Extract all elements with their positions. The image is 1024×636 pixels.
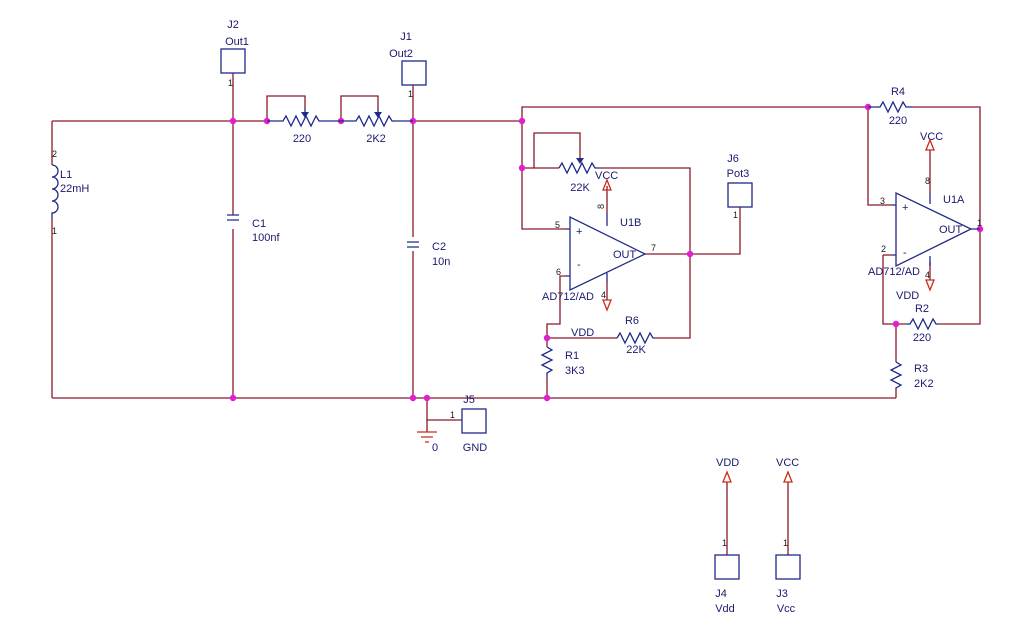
l1-ref: L1	[60, 169, 72, 181]
j4-ref: J4	[715, 588, 727, 600]
vcc-conn-label: VCC	[776, 457, 799, 469]
power-vcc-u1b: VCC	[595, 170, 618, 191]
resistor-r4: R4 220	[868, 86, 912, 127]
u1a-pin8: 8	[925, 176, 930, 186]
u1b-minus: -	[577, 259, 581, 271]
connector-j3: 1 J3 Vcc	[775, 538, 801, 615]
r3-ref: R3	[914, 363, 928, 375]
u1a-pin4: 4	[925, 270, 930, 280]
u1b-plus: +	[576, 226, 582, 238]
j5-ref: J5	[463, 394, 475, 406]
vcc-u1b-label: VCC	[595, 170, 618, 182]
u1a-plus: +	[902, 202, 908, 214]
u1a-pin3: 3	[880, 196, 885, 206]
power-vcc-connector: VCC	[776, 457, 799, 483]
opamp-u1b: + - OUT 5 6 7 8 4 U1B AD712/AD	[542, 204, 656, 303]
j6-ref: J6	[727, 153, 739, 165]
j4-pin: 1	[722, 538, 727, 548]
j3-value: Vcc	[777, 603, 796, 615]
resistor-r1: R1 3K3	[540, 346, 585, 377]
connector-j4: 1 J4 Vdd	[714, 538, 740, 615]
connector-j2: J2 Out1 1	[220, 19, 249, 88]
connector-j1: J1 Out2 1	[389, 31, 427, 110]
pot2-value: 2K2	[366, 133, 386, 145]
j1-ref: J1	[400, 31, 412, 43]
r2-value: 220	[913, 332, 931, 344]
c1-value: 100nf	[252, 232, 280, 244]
r6-ref: R6	[625, 315, 639, 327]
resistor-r6: R6 22K	[616, 315, 655, 356]
vdd-u1b-label: VDD	[571, 327, 594, 339]
pot3-value: 22K	[570, 182, 590, 194]
l1-pin-top: 2	[52, 149, 57, 159]
power-vdd-connector: VDD	[716, 457, 739, 483]
u1b-pin4: 4	[601, 290, 606, 300]
connector-j6: J6 Pot3 1	[727, 153, 753, 220]
wires	[51, 85, 981, 555]
j5-pin: 1	[450, 410, 455, 420]
j4-value: Vdd	[715, 603, 735, 615]
c2-value: 10n	[432, 256, 450, 268]
j5-value: GND	[463, 442, 488, 454]
j3-ref: J3	[776, 588, 788, 600]
power-vdd-u1a: VDD	[896, 279, 935, 302]
r4-value: 220	[889, 115, 907, 127]
j2-ref: J2	[227, 19, 239, 31]
u1b-out-label: OUT	[613, 249, 637, 261]
potentiometer-2k2: 2K2	[341, 108, 413, 145]
potentiometer-220: 220	[267, 108, 341, 145]
ground-symbol: 0	[417, 431, 438, 454]
vdd-conn-label: VDD	[716, 457, 739, 469]
j3-pin: 1	[783, 538, 788, 548]
c1-ref: C1	[252, 218, 266, 230]
r6-value: 22K	[626, 344, 646, 356]
potentiometer-22k: 22K	[534, 158, 599, 194]
u1a-ref: U1A	[943, 194, 965, 206]
u1b-pin8: 8	[596, 204, 606, 209]
u1b-part: AD712/AD	[542, 291, 594, 303]
resistor-r2: R2 220	[906, 303, 938, 344]
connector-j5: J5 GND 1	[450, 394, 487, 454]
u1a-minus: -	[903, 247, 907, 259]
opamp-u1a: + - OUT 3 2 1 8 4 U1A AD712/AD	[868, 176, 982, 280]
u1b-pin7: 7	[651, 243, 656, 253]
u1b-ref: U1B	[620, 217, 641, 229]
power-vcc-u1a: VCC	[920, 131, 943, 151]
junctions	[229, 103, 984, 402]
c2-ref: C2	[432, 241, 446, 253]
capacitor-c2: C2 10n	[407, 241, 450, 268]
j1-value: Out2	[389, 48, 413, 60]
j2-pin: 1	[228, 78, 233, 88]
vcc-u1a-label: VCC	[920, 131, 943, 143]
u1a-out-label: OUT	[939, 224, 963, 236]
j2-value: Out1	[225, 36, 249, 48]
resistor-r3: R3 2K2	[889, 361, 934, 390]
u1b-pin6: 6	[556, 267, 561, 277]
j1-pin: 1	[408, 89, 413, 99]
r4-ref: R4	[891, 86, 905, 98]
u1a-part: AD712/AD	[868, 266, 920, 278]
u1a-pin2: 2	[881, 244, 886, 254]
inductor-l1: 2 1 L1 22mH	[51, 149, 89, 236]
l1-value: 22mH	[60, 183, 89, 195]
u1b-pin5: 5	[555, 220, 560, 230]
ground-label: 0	[432, 442, 438, 454]
capacitor-c1: C1 100nf	[227, 214, 280, 244]
power-vdd-u1b: VDD	[571, 299, 612, 339]
l1-pin-bottom: 1	[52, 226, 57, 236]
r1-value: 3K3	[565, 365, 585, 377]
j6-value: Pot3	[727, 168, 750, 180]
r3-value: 2K2	[914, 378, 934, 390]
j6-pin: 1	[733, 210, 738, 220]
pot1-value: 220	[293, 133, 311, 145]
u1a-pin1: 1	[977, 218, 982, 228]
vdd-u1a-label: VDD	[896, 290, 919, 302]
r2-ref: R2	[915, 303, 929, 315]
r1-ref: R1	[565, 350, 579, 362]
